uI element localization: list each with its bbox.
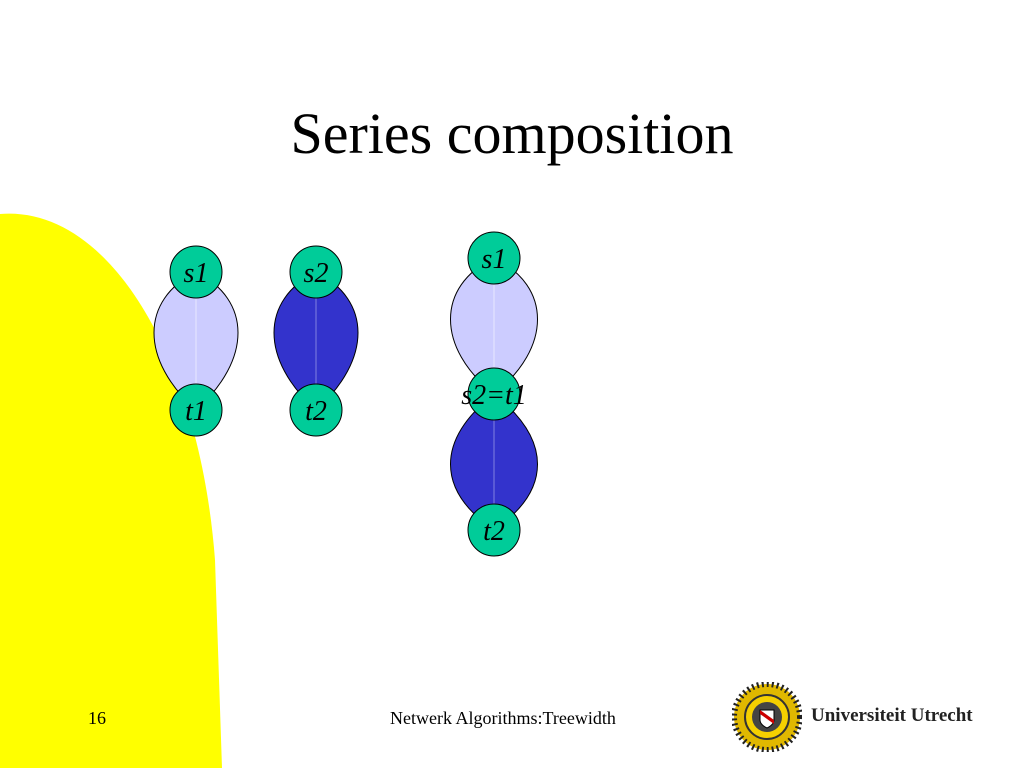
composed-top-node <box>467 231 521 285</box>
yellow-arc-shape <box>0 213 222 768</box>
graph-2-top-node <box>289 245 343 299</box>
footer-title: Netwerk Algorithms:Treewidth <box>390 708 616 728</box>
seal-shield-band <box>760 710 774 724</box>
graph-1-top-node <box>169 245 223 299</box>
composed-top-label: s1 <box>482 244 507 275</box>
university-name: Universiteit Utrecht <box>811 705 973 726</box>
composed-middle-label: s2=t1 <box>461 380 527 411</box>
graph-2-bottom-label: t2 <box>305 396 327 427</box>
graph-2: s2 t2 <box>273 245 359 437</box>
composed-bottom-node <box>467 503 521 557</box>
page-title: Series composition <box>290 101 734 166</box>
university-seal-logo <box>732 682 802 752</box>
composed-bottom-label: t2 <box>483 516 505 547</box>
composed-graph: s1 s2=t1 t2 <box>450 231 538 557</box>
graph-1-bottom-label: t1 <box>185 396 207 427</box>
graph-2-bottom-node <box>289 383 343 437</box>
composed-middle-node <box>467 367 521 421</box>
page-number: 16 <box>88 708 106 728</box>
graph-1: s1 t1 <box>153 245 239 437</box>
graph-1-bottom-node <box>169 383 223 437</box>
graph-2-top-label: s2 <box>304 258 329 289</box>
graph-1-top-label: s1 <box>184 258 209 289</box>
